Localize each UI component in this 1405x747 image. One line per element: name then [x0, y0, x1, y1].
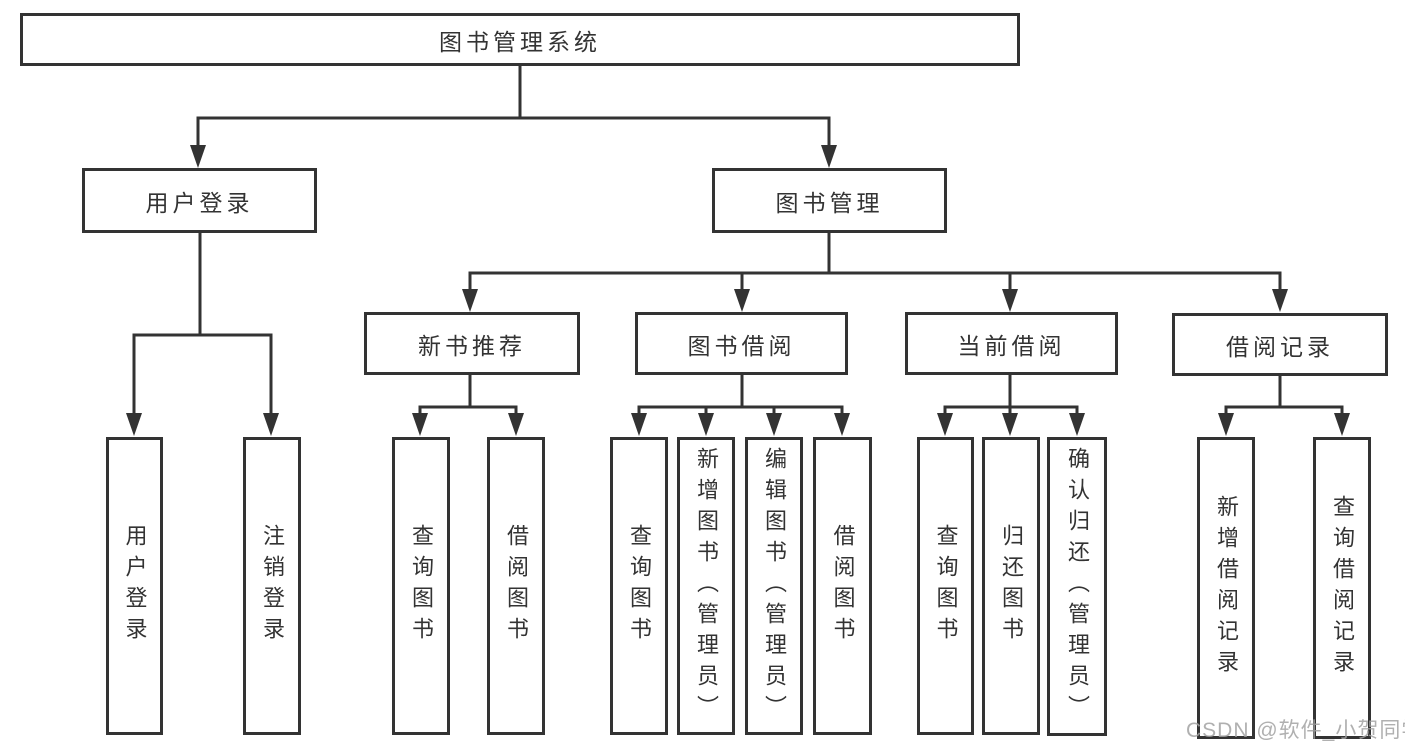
leaf-add-borrow-record-label: 新增借阅记录	[1214, 495, 1239, 681]
connector-recommend-distributor	[418, 405, 518, 414]
node-borrow-records-label: 借阅记录	[1226, 333, 1334, 360]
leaf-query-books-2: 查询图书	[610, 437, 668, 735]
arrowhead-icon	[1002, 289, 1018, 312]
arrowhead-icon	[1002, 413, 1018, 436]
leaf-query-books-1-label: 查询图书	[409, 524, 434, 648]
leaf-edit-books-admin-label: 编辑图书（管理员）	[762, 446, 787, 726]
arrowhead-icon	[508, 413, 524, 436]
leaf-user-login-label: 用户登录	[122, 524, 148, 648]
leaf-add-books-admin: 新增图书（管理员）	[677, 437, 735, 735]
arrowhead-icon	[734, 289, 750, 312]
connector-userlogin-distributor	[132, 333, 273, 414]
node-user-login: 用户登录	[82, 168, 317, 233]
node-root-label: 图书管理系统	[439, 28, 601, 55]
leaf-query-books-3-label: 查询图书	[933, 524, 959, 648]
arrowhead-icon	[821, 145, 837, 168]
arrowhead-icon	[937, 413, 953, 436]
arrowhead-icon	[126, 413, 142, 436]
leaf-query-borrow-record-label: 查询借阅记录	[1330, 495, 1355, 681]
node-new-book-recommend-label: 新书推荐	[418, 332, 526, 359]
arrowhead-icon	[190, 145, 206, 168]
connector-current-distributor	[943, 405, 1079, 414]
arrowhead-icon	[1218, 413, 1234, 436]
leaf-return-books: 归还图书	[982, 437, 1040, 735]
leaf-borrow-books-2: 借阅图书	[813, 437, 872, 735]
arrowhead-icon	[1334, 413, 1350, 436]
arrowhead-icon	[766, 413, 782, 436]
leaf-query-books-2-label: 查询图书	[627, 524, 652, 648]
leaf-borrow-books-1: 借阅图书	[487, 437, 545, 735]
leaf-logout-label: 注销登录	[260, 524, 285, 648]
arrowhead-icon	[1272, 289, 1288, 312]
arrowhead-icon	[834, 413, 850, 436]
leaf-query-books-3: 查询图书	[917, 437, 974, 735]
node-borrow-records: 借阅记录	[1172, 313, 1388, 376]
connector-root-distributor	[196, 116, 831, 146]
arrowhead-icon	[263, 413, 279, 436]
connector-bookmgmt-distributor	[468, 271, 1282, 290]
csdn-watermark: CSDN @软件_小贺同学	[1186, 719, 1405, 742]
node-current-borrow-label: 当前借阅	[957, 332, 1066, 359]
arrowhead-icon	[631, 413, 647, 436]
leaf-add-borrow-record: 新增借阅记录	[1197, 437, 1255, 739]
leaf-user-login: 用户登录	[106, 437, 163, 735]
leaf-confirm-return-admin: 确认归还（管理员）	[1047, 437, 1107, 736]
leaf-edit-books-admin: 编辑图书（管理员）	[745, 437, 803, 735]
arrowhead-icon	[412, 413, 428, 436]
connector-records-distributor	[1224, 405, 1344, 414]
leaf-return-books-label: 归还图书	[999, 524, 1024, 648]
node-book-borrow-label: 图书借阅	[687, 332, 796, 359]
node-current-borrow: 当前借阅	[905, 312, 1118, 375]
node-root: 图书管理系统	[20, 13, 1020, 66]
leaf-borrow-books-1-label: 借阅图书	[504, 524, 529, 648]
node-book-borrow: 图书借阅	[635, 312, 848, 375]
node-book-management: 图书管理	[712, 168, 947, 233]
leaf-query-borrow-record: 查询借阅记录	[1313, 437, 1371, 739]
node-new-book-recommend: 新书推荐	[364, 312, 580, 375]
arrowhead-icon	[1069, 413, 1085, 436]
leaf-query-books-1: 查询图书	[392, 437, 450, 735]
connector-borrow-distributor	[637, 405, 844, 414]
leaf-add-books-admin-label: 新增图书（管理员）	[694, 446, 719, 726]
node-book-management-label: 图书管理	[775, 189, 884, 216]
arrowhead-icon	[462, 289, 478, 312]
leaf-borrow-books-2-label: 借阅图书	[830, 524, 856, 648]
arrowhead-icon	[698, 413, 714, 436]
leaf-confirm-return-admin-label: 确认归还（管理员）	[1065, 447, 1090, 726]
node-user-login-label: 用户登录	[145, 189, 254, 216]
leaf-logout: 注销登录	[243, 437, 301, 735]
